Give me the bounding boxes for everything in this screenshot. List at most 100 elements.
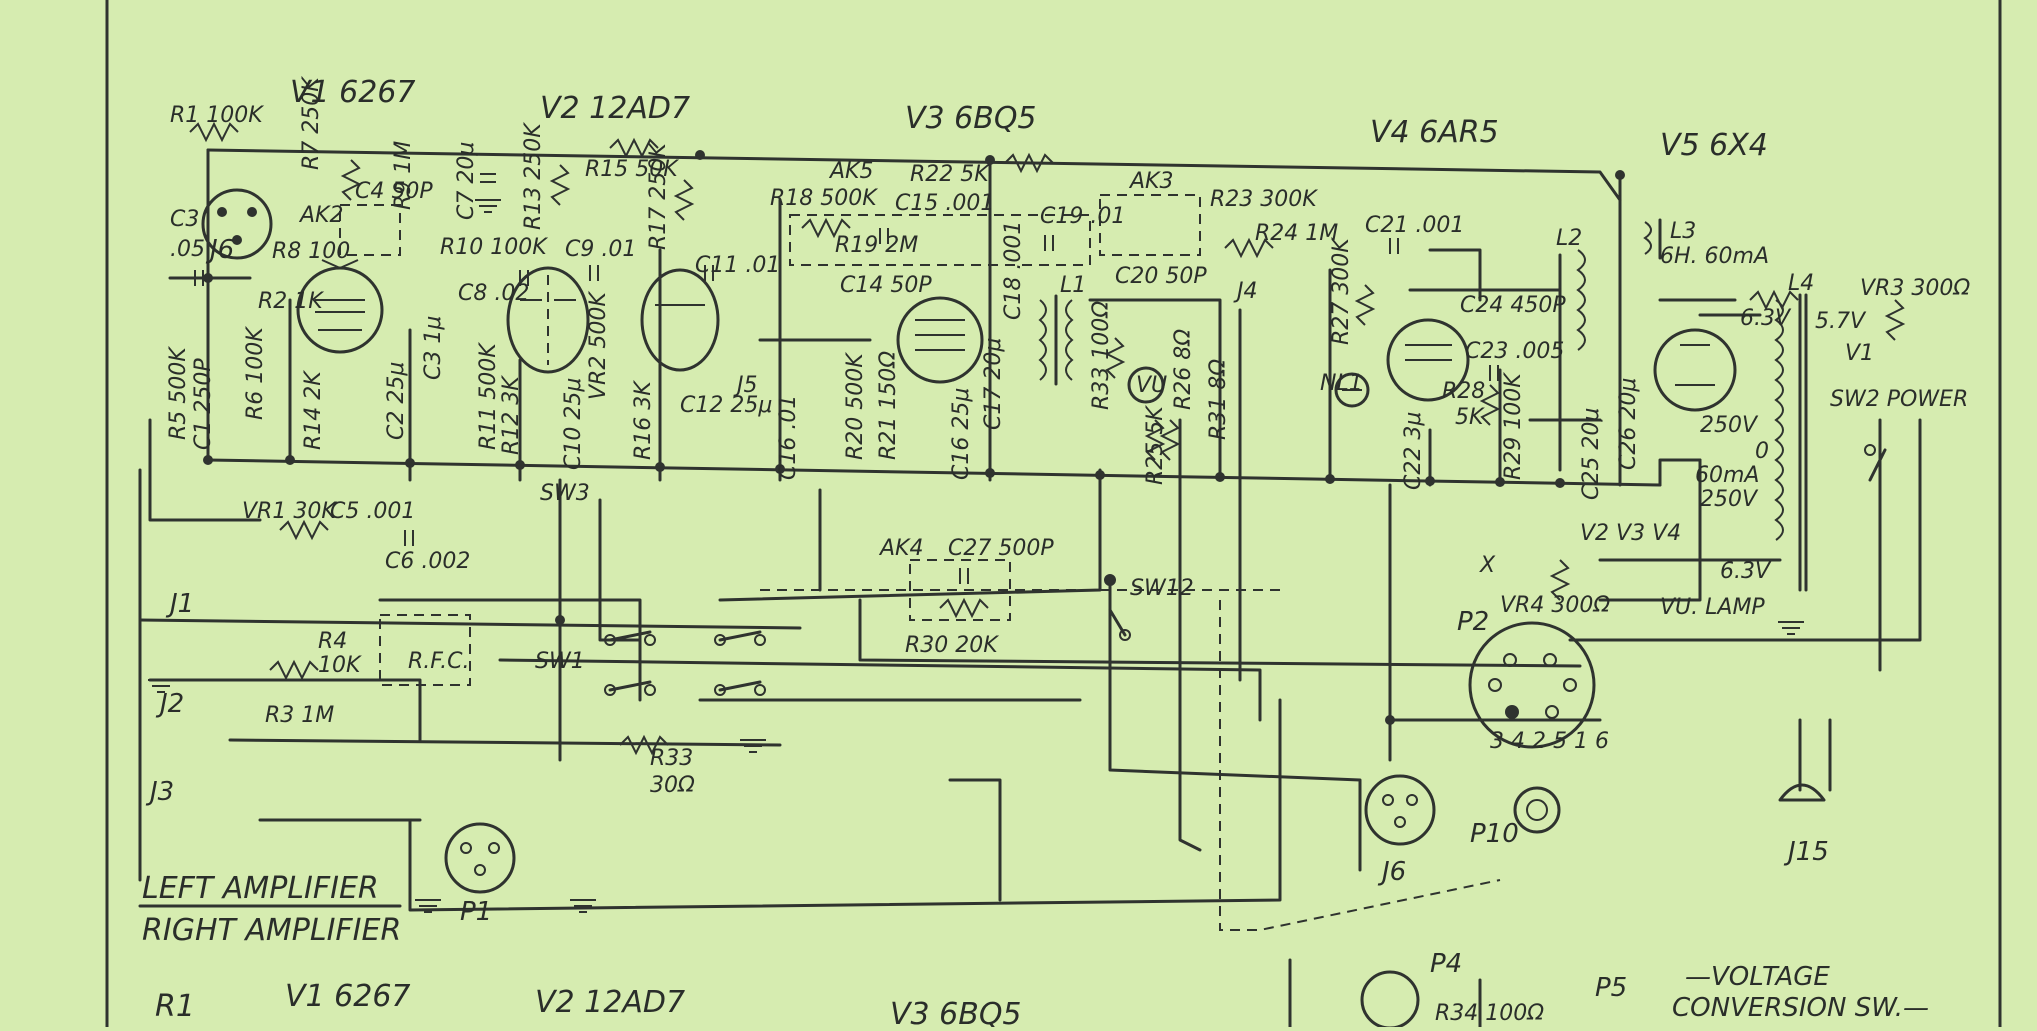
label-c27: C27 500P <box>948 536 1054 561</box>
label-r33: R33 100Ω <box>1089 301 1114 410</box>
left-amplifier-title: LEFT AMPLIFIER <box>142 871 379 906</box>
bottom-p5-label: P5 <box>1595 973 1627 1003</box>
label-r19: R19 2M <box>835 233 918 258</box>
label-c22: C22 3μ <box>1401 412 1426 490</box>
l3-choke <box>1643 218 1662 260</box>
label-r28v: 5K <box>1455 405 1485 430</box>
ak4-box <box>909 559 1011 621</box>
label-vlamp: VU. LAMP <box>1660 595 1765 620</box>
bottom-p4-label: P4 <box>1430 949 1462 979</box>
label-ak5: AK5 <box>828 159 873 184</box>
label-r23: R23 300K <box>1210 187 1318 212</box>
label-r29: R29 100K <box>1501 372 1526 480</box>
voltage-sw-title-2: CONVERSION SW.— <box>1672 993 1929 1023</box>
wiring <box>138 148 1922 1029</box>
l1-transformer <box>1038 294 1074 386</box>
label-l4: L4 <box>1788 271 1814 296</box>
label-r20: R20 500K <box>843 352 868 460</box>
bottom-r1-label: R1 <box>155 989 195 1024</box>
p4-connector <box>1360 970 1420 1030</box>
label-v63: 6.3V <box>1740 306 1792 331</box>
label-r6: R6 100K <box>243 326 268 420</box>
p1-connector <box>444 822 516 894</box>
label-j1: J1 <box>165 589 194 619</box>
vu-meter <box>1127 366 1165 404</box>
label-l3: L3 <box>1670 219 1696 244</box>
label-r24: R24 1M <box>1255 221 1338 246</box>
label-r18: R18 500K <box>770 186 878 211</box>
label-r27: R27 300K <box>1329 237 1354 345</box>
label-r7: R7 250K <box>299 76 324 170</box>
v4-label: V4 6AR5 <box>1370 115 1499 150</box>
label-c1: C1 250P <box>191 358 216 450</box>
sw12-linkage <box>1219 600 1501 931</box>
ak5-box <box>789 214 1091 266</box>
rfc-box <box>379 614 471 686</box>
b-plus-rail <box>206 148 1622 202</box>
ground-symbols <box>148 199 1804 913</box>
label-c8: C8 .02 <box>458 281 529 306</box>
label-c3: C3 <box>170 207 199 232</box>
label-c9: C9 .01 <box>565 237 636 262</box>
label-j4: J4 <box>1233 279 1258 304</box>
j6-connector <box>201 188 273 260</box>
v2-label: V2 12AD7 <box>540 91 690 126</box>
v3-label: V3 6BQ5 <box>905 101 1037 136</box>
bottom-v1-label: V1 6267 <box>285 979 411 1014</box>
component-labels: R1 100K R7 250K C4 50P AK2 R9 1M C7 20μ … <box>145 76 1970 927</box>
label-r22: R22 5K <box>910 162 990 187</box>
v5-label: V5 6X4 <box>1660 128 1768 163</box>
label-v57: 5.7V <box>1815 309 1867 334</box>
label-r13: R13 250K <box>521 122 546 230</box>
label-j3: J3 <box>145 777 174 807</box>
label-c17: C17 20μ <box>981 338 1006 430</box>
nl1-neon-lamp <box>1334 372 1370 408</box>
label-vr4: VR4 300Ω <box>1500 593 1610 618</box>
label-c10: C10 25μ <box>561 378 586 470</box>
label-v1s: V1 <box>1845 341 1874 366</box>
label-r3: R3 1M <box>265 703 334 728</box>
label-x: X <box>1479 553 1496 578</box>
resistors <box>189 121 1906 756</box>
label-c3b: C3 1μ <box>421 316 446 380</box>
label-r33bv: 30Ω <box>650 773 695 798</box>
capacitors <box>194 173 1499 584</box>
label-ak2: AK2 <box>298 203 343 228</box>
label-c16: C16 .01 <box>776 395 801 480</box>
label-v250a: 250V <box>1700 413 1759 438</box>
label-r8: R8 100 <box>272 239 350 264</box>
ground-bus <box>206 458 1662 487</box>
v3-tube <box>896 296 984 384</box>
label-c25: C25 20μ <box>1579 408 1604 500</box>
label-v0: 0 <box>1755 439 1769 464</box>
label-r10: R10 100K <box>440 235 548 260</box>
label-j6b: J6 <box>1377 857 1406 887</box>
label-c6: C6 .002 <box>385 549 470 574</box>
v2b-tube <box>640 268 720 372</box>
v2-tube <box>506 266 590 374</box>
label-r25: R25 5K <box>1143 405 1168 485</box>
v1-label: V1 6267 <box>290 75 416 110</box>
label-vu: VU <box>1136 373 1167 398</box>
label-c5: C5 .001 <box>330 499 415 524</box>
label-ak3: AK3 <box>1128 169 1173 194</box>
label-j15: J15 <box>1783 837 1829 867</box>
label-sw1: SW1 <box>535 649 585 674</box>
label-c15: C15 .001 <box>895 191 994 216</box>
label-j2: J2 <box>155 689 184 719</box>
label-l2: L2 <box>1556 226 1582 251</box>
label-r14: R14 2K <box>301 370 326 450</box>
label-r9: R9 1M <box>391 141 416 210</box>
label-c24: C24 450P <box>1460 293 1566 318</box>
label-c11: C11 .01 <box>695 253 780 278</box>
label-c23: C23 .005 <box>1465 339 1564 364</box>
label-c26: C26 20μ <box>1616 378 1641 470</box>
label-vr1: VR1 30K <box>242 499 337 524</box>
label-r30: R30 20K <box>905 633 999 658</box>
label-r21: R21 150Ω <box>876 351 901 460</box>
label-r5: R5 500K <box>166 346 191 440</box>
label-c16b: C16 25μ <box>949 388 974 480</box>
p2-connector <box>1468 621 1596 749</box>
